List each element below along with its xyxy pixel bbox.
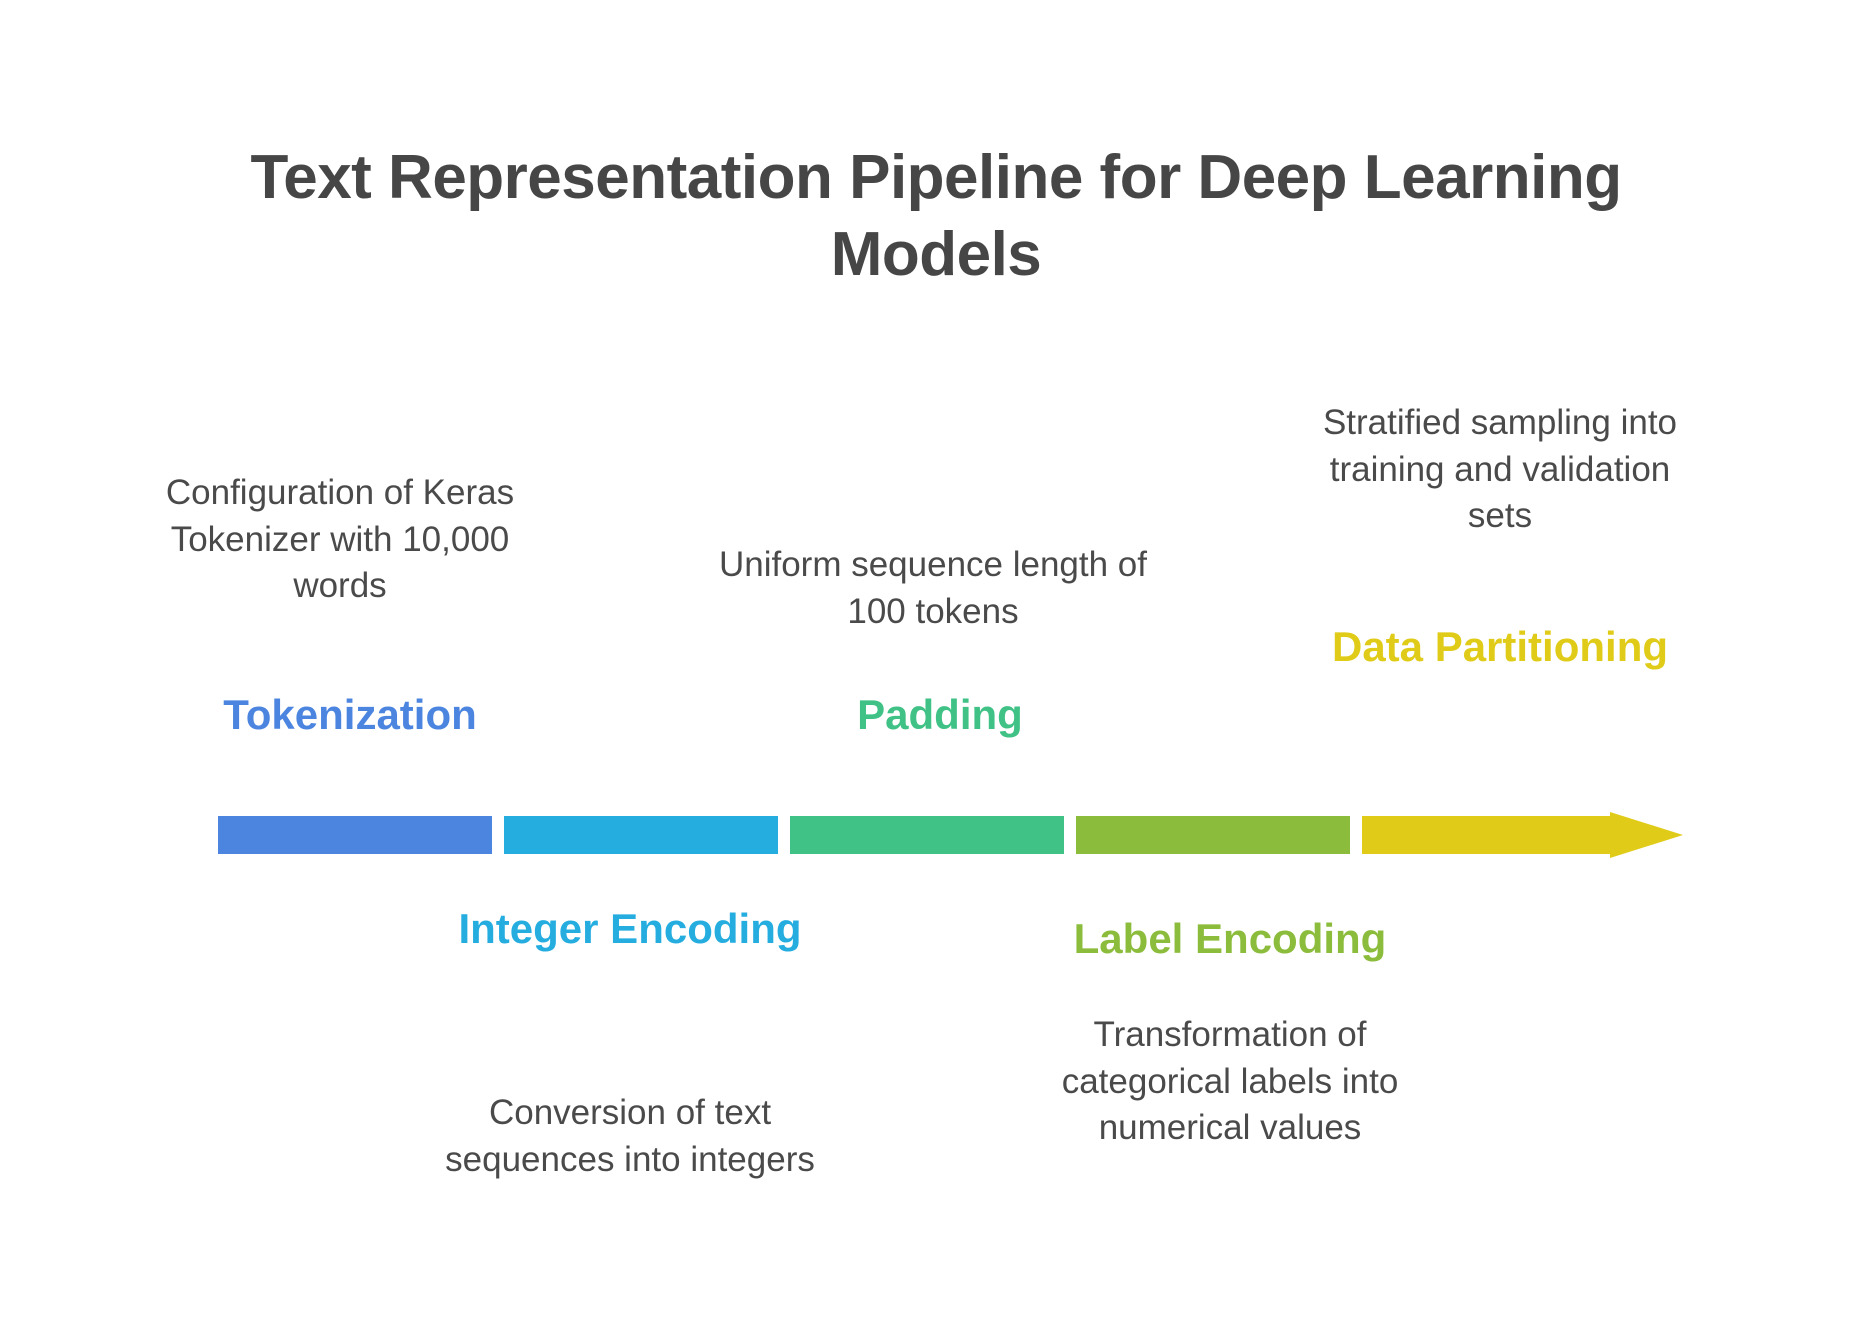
data-partitioning-description: Stratified sampling into training and va… xyxy=(1322,403,1678,536)
arrow-segment-padding xyxy=(790,816,1064,854)
padding-description: Uniform sequence length of 100 tokens xyxy=(718,545,1148,631)
page-title: Text Representation Pipeline for Deep Le… xyxy=(250,143,1622,289)
arrow-segment-tokenization xyxy=(218,816,492,854)
stage-label-label-encoding: Label Encoding xyxy=(1073,915,1387,962)
label-encoding-description: Transformation of categorical labels int… xyxy=(1061,1015,1399,1148)
stage-label-tokenization: Tokenization xyxy=(223,691,477,738)
stage-label-data-partitioning: Data Partitioning xyxy=(1331,623,1669,670)
integer-encoding-description: Conversion of text sequences into intege… xyxy=(445,1093,815,1179)
tokenization-description: Configuration of Keras Tokenizer with 10… xyxy=(165,473,515,606)
arrow-segment-integer-encoding xyxy=(504,816,778,854)
arrow-segment-label-encoding xyxy=(1076,816,1350,854)
pipeline-arrow xyxy=(218,812,1683,858)
arrow-segment-data-partitioning xyxy=(1362,812,1683,858)
stage-label-padding: Padding xyxy=(857,691,1023,738)
stage-label-integer-encoding: Integer Encoding xyxy=(458,905,802,952)
